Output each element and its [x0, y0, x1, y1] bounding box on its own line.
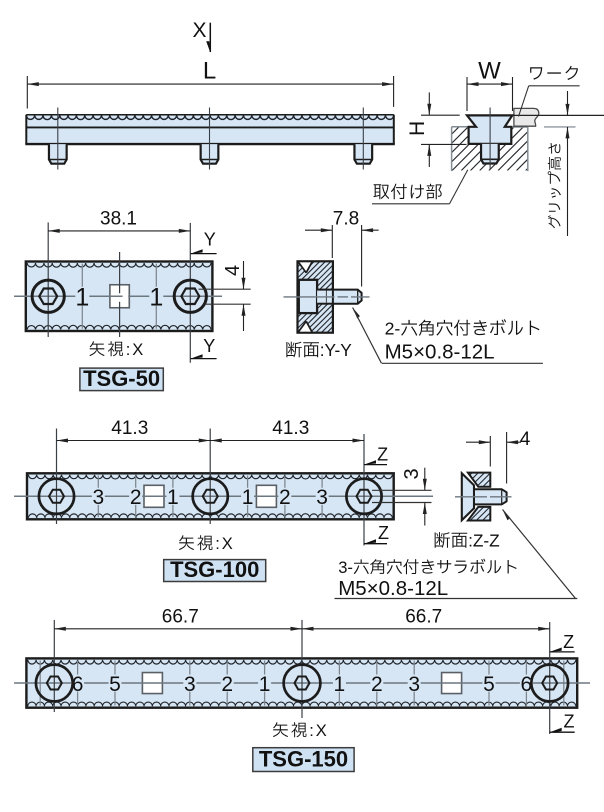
svg-text:38.1: 38.1 — [100, 209, 137, 230]
svg-text:1: 1 — [242, 486, 254, 509]
svg-text:M5×0.8-12L: M5×0.8-12L — [338, 577, 448, 600]
svg-text:3: 3 — [408, 673, 420, 696]
svg-text:3: 3 — [184, 673, 196, 696]
svg-text:2: 2 — [130, 486, 142, 509]
svg-text:5: 5 — [109, 673, 121, 696]
svg-text:断面:Z-Z: 断面:Z-Z — [434, 531, 501, 551]
svg-text:Z: Z — [378, 523, 389, 543]
svg-text:3-六角穴付きサラボルト: 3-六角穴付きサラボルト — [338, 558, 519, 577]
svg-text:4: 4 — [222, 265, 244, 276]
svg-text:矢視:X: 矢視:X — [272, 722, 329, 740]
svg-text:3: 3 — [92, 486, 104, 509]
svg-text:1: 1 — [75, 283, 89, 311]
svg-text:Y: Y — [204, 229, 216, 249]
svg-text:TSG-50: TSG-50 — [83, 366, 160, 391]
svg-text:Z: Z — [377, 444, 388, 464]
svg-text:3: 3 — [401, 468, 423, 479]
svg-text:矢視:X: 矢視:X — [178, 535, 235, 553]
svg-text:M5×0.8-12L: M5×0.8-12L — [385, 341, 495, 364]
svg-text:5: 5 — [483, 673, 495, 696]
svg-text:TSG-100: TSG-100 — [170, 557, 259, 582]
svg-text:1: 1 — [167, 486, 179, 509]
svg-text:66.7: 66.7 — [162, 606, 199, 627]
svg-text:1: 1 — [149, 283, 163, 311]
svg-text:TSG-150: TSG-150 — [259, 746, 348, 771]
svg-text:7.8: 7.8 — [333, 208, 359, 229]
svg-text:W: W — [478, 58, 501, 85]
svg-text:1: 1 — [334, 673, 346, 696]
svg-text:66.7: 66.7 — [405, 606, 442, 627]
svg-text:X: X — [192, 19, 206, 42]
svg-text:41.3: 41.3 — [111, 418, 148, 439]
svg-text:取付け部: 取付け部 — [373, 183, 443, 202]
svg-text:矢視:X: 矢視:X — [89, 341, 146, 359]
svg-text:断面:Y-Y: 断面:Y-Y — [285, 340, 352, 360]
svg-text:2: 2 — [279, 486, 291, 509]
svg-text:2-六角穴付きボルト: 2-六角穴付きボルト — [385, 318, 542, 338]
svg-text:Y: Y — [203, 336, 215, 356]
svg-text:グリップ高さ: グリップ高さ — [547, 141, 564, 230]
svg-text:1: 1 — [259, 673, 271, 696]
svg-text:L: L — [203, 58, 216, 85]
svg-text:2: 2 — [221, 673, 233, 696]
svg-text:Z: Z — [564, 711, 575, 731]
svg-text:2: 2 — [371, 673, 383, 696]
svg-text:ワーク: ワーク — [528, 65, 581, 84]
svg-text:41.3: 41.3 — [272, 418, 309, 439]
svg-text:H: H — [406, 121, 429, 136]
svg-text:3: 3 — [316, 486, 328, 509]
svg-text:4: 4 — [520, 429, 531, 450]
svg-text:Z: Z — [563, 632, 574, 652]
